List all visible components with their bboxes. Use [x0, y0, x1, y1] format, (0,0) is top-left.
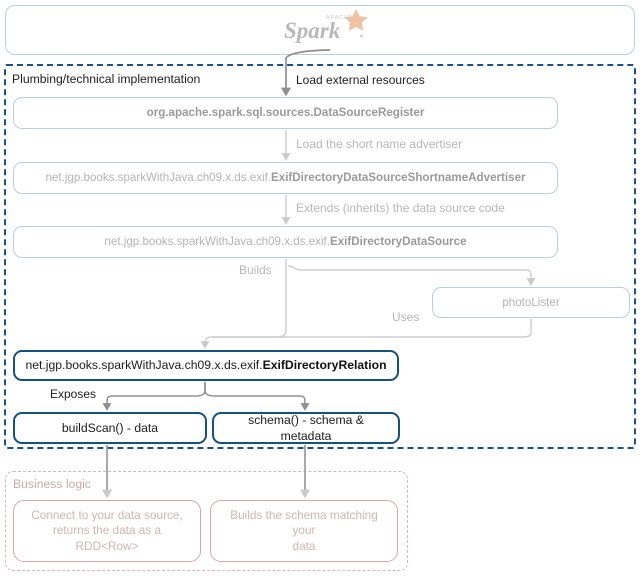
business-logic-region-label: Business logic [13, 477, 91, 491]
box-exif-directory-relation-class: ExifDirectoryRelation [262, 358, 387, 373]
apache-spark-logo: APACHE Spark [268, 6, 378, 48]
box-build-schema-line2: data [292, 538, 316, 553]
box-photo-lister[interactable]: photoLister [432, 287, 630, 318]
box-shortname-advertiser-prefix: net.jgp.books.sparkWithJava.ch09.x.ds.ex… [45, 171, 272, 185]
box-shortname-advertiser-class: ExifDirectoryDataSourceShortnameAdvertis… [271, 171, 526, 185]
box-connect-data-source-line2: returns the data as a RDD<Row> [52, 523, 162, 553]
box-build-schema-line1: Builds the schema matching your [230, 507, 378, 538]
plumbing-region-label: Plumbing/technical implementation [12, 72, 201, 86]
box-exif-directory-relation-prefix: net.jgp.books.sparkWithJava.ch09.x.ds.ex… [25, 358, 263, 373]
edge-label-exposes: Exposes [50, 387, 97, 401]
box-connect-data-source-line1: Connect to your data source, [31, 507, 183, 522]
box-schema[interactable]: schema() - schema & metadata [212, 412, 400, 444]
box-exif-directory-relation[interactable]: net.jgp.books.sparkWithJava.ch09.x.ds.ex… [13, 350, 399, 381]
box-photo-lister-text: photoLister [502, 295, 560, 309]
box-data-source-register-text: org.apache.spark.sql.sources.DataSourceR… [146, 106, 425, 120]
box-exif-directory-data-source[interactable]: net.jgp.books.sparkWithJava.ch09.x.ds.ex… [13, 226, 558, 258]
box-shortname-advertiser[interactable]: net.jgp.books.sparkWithJava.ch09.x.ds.ex… [13, 162, 558, 194]
svg-text:APACHE: APACHE [326, 15, 354, 21]
box-exif-directory-data-source-prefix: net.jgp.books.sparkWithJava.ch09.x.ds.ex… [104, 235, 330, 249]
svg-text:Spark: Spark [284, 18, 341, 43]
box-exif-directory-data-source-class: ExifDirectoryDataSource [329, 235, 467, 249]
edge-label-load-short-name-advertiser: Load the short name advertiser [296, 137, 463, 151]
edge-label-load-external-resources: Load external resources [296, 73, 425, 87]
box-data-source-register[interactable]: org.apache.spark.sql.sources.DataSourceR… [13, 97, 558, 129]
edge-label-extends-data-source-code: Extends (inherits) the data source code [296, 201, 505, 215]
business-logic-region [5, 471, 408, 571]
box-connect-data-source[interactable]: Connect to your data source, returns the… [13, 500, 201, 562]
box-build-schema[interactable]: Builds the schema matching your data [210, 500, 398, 562]
edge-label-uses: Uses [392, 310, 420, 324]
box-schema-text: schema() - schema & metadata [248, 412, 364, 443]
edge-label-builds: Builds [239, 263, 272, 277]
box-build-scan[interactable]: buildScan() - data [13, 412, 207, 444]
box-build-scan-text: buildScan() - data [61, 420, 159, 435]
spark-panel [5, 5, 635, 55]
